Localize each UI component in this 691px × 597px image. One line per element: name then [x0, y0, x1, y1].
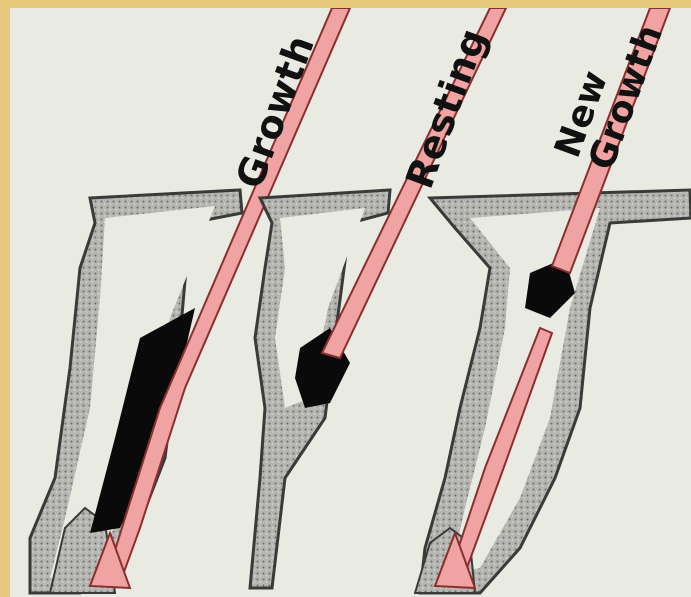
frame: Growth Resting New Growth: [0, 0, 691, 597]
